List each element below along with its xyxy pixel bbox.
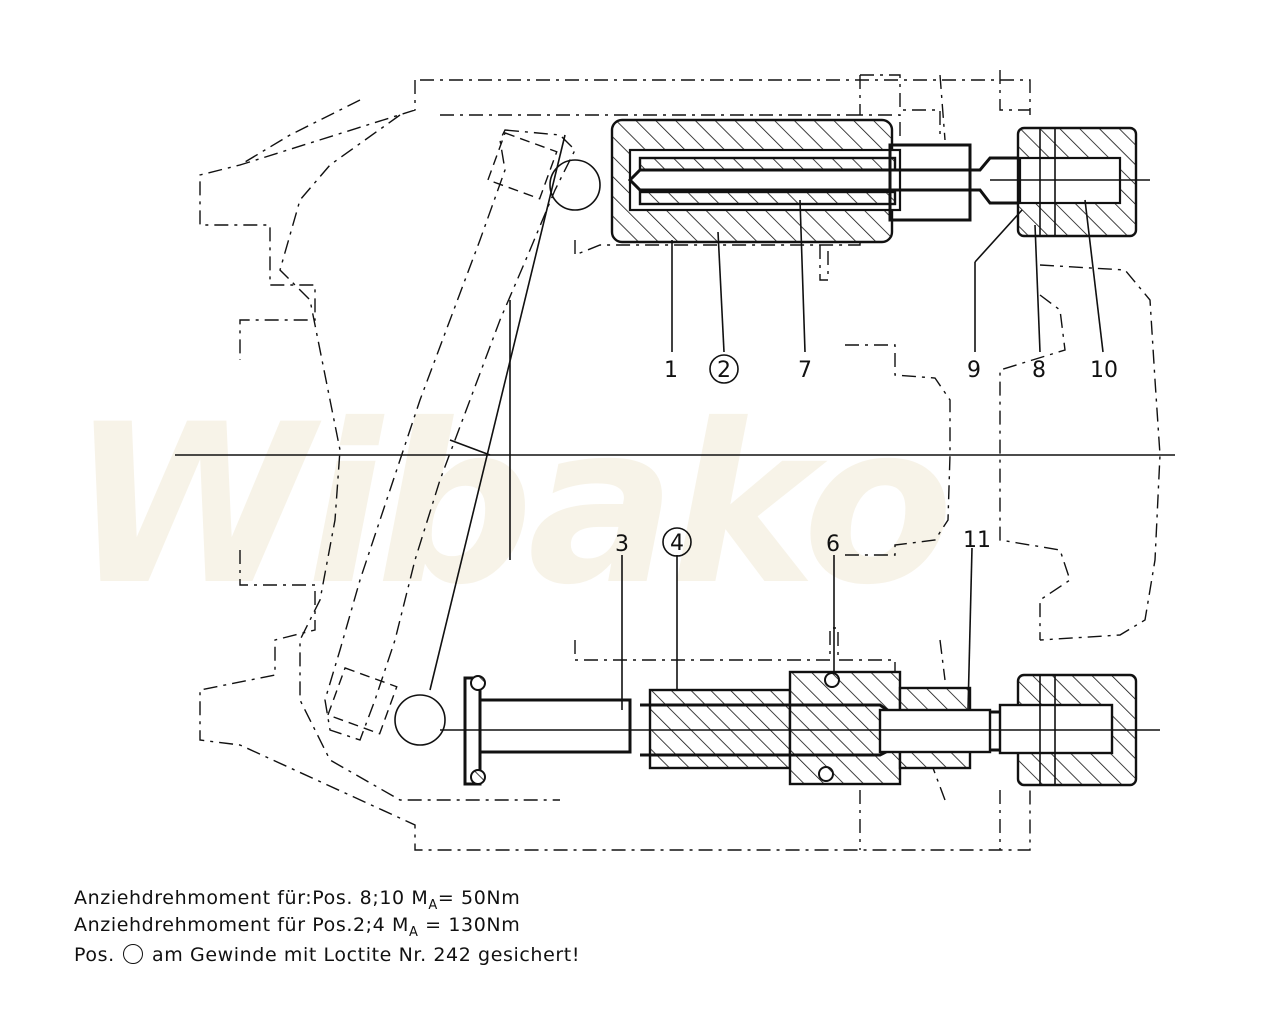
housing-outline-phantom	[199, 79, 1031, 851]
inner-housing-phantom	[239, 75, 901, 801]
right-bracket-phantom	[999, 264, 1161, 641]
upper-sleeve-top	[638, 156, 897, 172]
upper-flange-phantom	[574, 230, 861, 281]
lower-oring-6b	[818, 766, 834, 782]
label-pos-2: 2	[717, 358, 731, 383]
label-pos-6: 6	[826, 532, 840, 557]
label-pos-1: 1	[664, 358, 678, 383]
upper-joint-housing	[487, 132, 558, 200]
label-pos-2-circle	[709, 354, 739, 384]
upper-ball-joint	[549, 159, 601, 211]
lower-nut-bore	[998, 703, 1114, 755]
lower-oring-left-top	[470, 675, 486, 691]
label-pos-3: 3	[615, 532, 629, 557]
label-pos-4: 4	[670, 531, 684, 556]
leader-lines	[621, 199, 1104, 711]
top-block-phantom	[860, 70, 1030, 141]
torque-note-pos-2-4: Anziehdrehmoment für Pos.2;4 MA = 130Nm	[74, 914, 520, 940]
lower-ball-joint	[394, 694, 446, 746]
link-axis	[429, 134, 566, 691]
torque-note-2-suffix: = 130Nm	[418, 914, 521, 936]
upper-nut-step	[888, 143, 972, 222]
lower-end-plate	[463, 676, 482, 786]
label-pos-8: 8	[1032, 358, 1046, 383]
lower-oring-6	[824, 672, 840, 688]
lower-inner-pin	[878, 708, 992, 754]
loctite-note-suffix: am Gewinde mit Loctite Nr. 242 gesichert…	[152, 944, 581, 966]
loctite-note-prefix: Pos.	[74, 944, 115, 966]
torque-note-1-prefix: Anziehdrehmoment für:Pos. 8;10 M	[74, 887, 429, 909]
torque-note-pos-8-10: Anziehdrehmoment für:Pos. 8;10 MA= 50Nm	[74, 887, 520, 913]
center-plate-phantom	[845, 344, 951, 556]
bottom-block-phantom	[859, 639, 1001, 850]
label-pos-7: 7	[798, 358, 812, 383]
torque-note-2-sub: A	[409, 924, 419, 940]
label-pos-4-circle	[662, 527, 692, 557]
label-pos-9: 9	[967, 358, 981, 383]
loctite-note: Pos. am Gewinde mit Loctite Nr. 242 gesi…	[74, 944, 580, 966]
torque-note-2-prefix: Anziehdrehmoment für Pos.2;4 M	[74, 914, 410, 936]
upper-sleeve-bottom	[638, 190, 897, 206]
watermark-logo: Wibako	[70, 377, 954, 633]
label-pos-11: 11	[963, 528, 991, 553]
position-circle-icon	[123, 944, 144, 964]
link-mark	[449, 439, 491, 456]
tilted-link-phantom	[324, 129, 576, 741]
torque-note-1-sub: A	[428, 897, 438, 913]
label-pos-10: 10	[1090, 358, 1118, 383]
lower-rod	[478, 698, 632, 754]
torque-note-1-suffix: = 50Nm	[437, 887, 521, 909]
lower-joint-housing	[327, 667, 398, 735]
lower-oring-left-bottom	[470, 769, 486, 785]
